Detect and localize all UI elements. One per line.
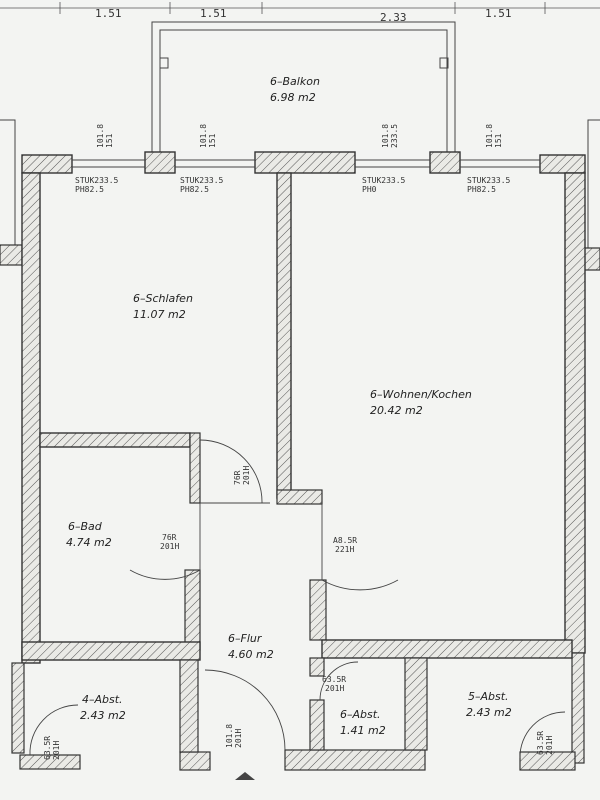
room-schlafen-area: 11.07 m2: [133, 308, 186, 321]
door-entry-height: 201H: [234, 729, 243, 748]
door-abst5-height: 201H: [545, 736, 554, 755]
interior-walls: [21, 172, 573, 753]
sill-2-bottom: PH82.5: [180, 185, 209, 194]
sill-4-bottom: PH82.5: [467, 185, 496, 194]
room-abst4-area: 2.43 m2: [80, 709, 126, 722]
window-annotations: 101.8 151 101.8 151 101.8 233.5 101.8 15…: [75, 124, 511, 194]
dim-label-2: 1.51: [200, 7, 227, 20]
room-abst5-area: 2.43 m2: [466, 706, 512, 719]
door-schlafen-width: 76R: [233, 470, 242, 485]
door-schlafen-height: 201H: [242, 466, 251, 485]
window-2-height: 101.8: [199, 124, 208, 148]
door-abst6-height: 201H: [325, 684, 344, 693]
room-flur-area: 4.60 m2: [228, 648, 274, 661]
sill-1-top: STUK233.5: [75, 176, 119, 185]
room-abst5-name: 5–Abst.: [468, 690, 509, 703]
exterior-walls: [11, 151, 586, 771]
room-balkon-area: 6.98 m2: [270, 91, 316, 104]
room-abst6-name: 6–Abst.: [340, 708, 381, 721]
room-abst4-name: 4–Abst.: [82, 693, 123, 706]
window-1-height: 101.8: [96, 124, 105, 148]
sill-1-bottom: PH82.5: [75, 185, 104, 194]
door-bad-width: 76R: [162, 533, 177, 542]
room-abst6-area: 1.41 m2: [340, 724, 386, 737]
door-wohnen-width: A8.5R: [333, 536, 357, 545]
door-annotations: 76R 201H 76R 201H A8.5R 221H 63.5R 201H …: [43, 466, 554, 760]
sill-3-top: STUK233.5: [362, 176, 406, 185]
dim-label-3: 2.33: [380, 11, 407, 24]
room-bad-name: 6–Bad: [68, 520, 103, 533]
door-abst4-height: 201H: [52, 741, 61, 760]
door-abst6-width: 63.5R: [322, 675, 346, 684]
window-1-width: 151: [105, 133, 114, 148]
door-swings: [29, 439, 566, 780]
dim-label-4: 1.51: [485, 7, 512, 20]
door-bad-height: 201H: [160, 542, 179, 551]
window-4-width: 151: [494, 133, 503, 148]
top-dimension-line: 1.51 1.51 2.33 1.51: [0, 2, 600, 24]
room-wohnen-name: 6–Wohnen/Kochen: [370, 388, 472, 401]
window-4-height: 101.8: [485, 124, 494, 148]
dim-label-1: 1.51: [95, 7, 122, 20]
sill-2-top: STUK233.5: [180, 176, 224, 185]
sill-3-bottom: PH0: [362, 185, 377, 194]
room-bad-area: 4.74 m2: [66, 536, 112, 549]
sill-4-top: STUK233.5: [467, 176, 511, 185]
room-wohnen-area: 20.42 m2: [370, 404, 423, 417]
window-3-height: 101.8: [381, 124, 390, 148]
door-abst5-width: 63.5R: [536, 731, 545, 755]
window-2-width: 151: [208, 133, 217, 148]
left-neighbour-wall: [0, 119, 23, 266]
door-wohnen-height: 221H: [335, 545, 354, 554]
door-entry-width: 101.8: [225, 724, 234, 748]
door-abst4-width: 63.5R: [43, 736, 52, 760]
room-schlafen-name: 6–Schlafen: [133, 292, 193, 305]
room-labels: 6–Balkon 6.98 m2 6–Schlafen 11.07 m2 6–W…: [66, 75, 512, 737]
room-balkon-name: 6–Balkon: [270, 75, 320, 88]
window-3-width: 233.5: [390, 124, 399, 148]
balcony: [151, 21, 456, 155]
room-flur-name: 6–Flur: [228, 632, 263, 645]
